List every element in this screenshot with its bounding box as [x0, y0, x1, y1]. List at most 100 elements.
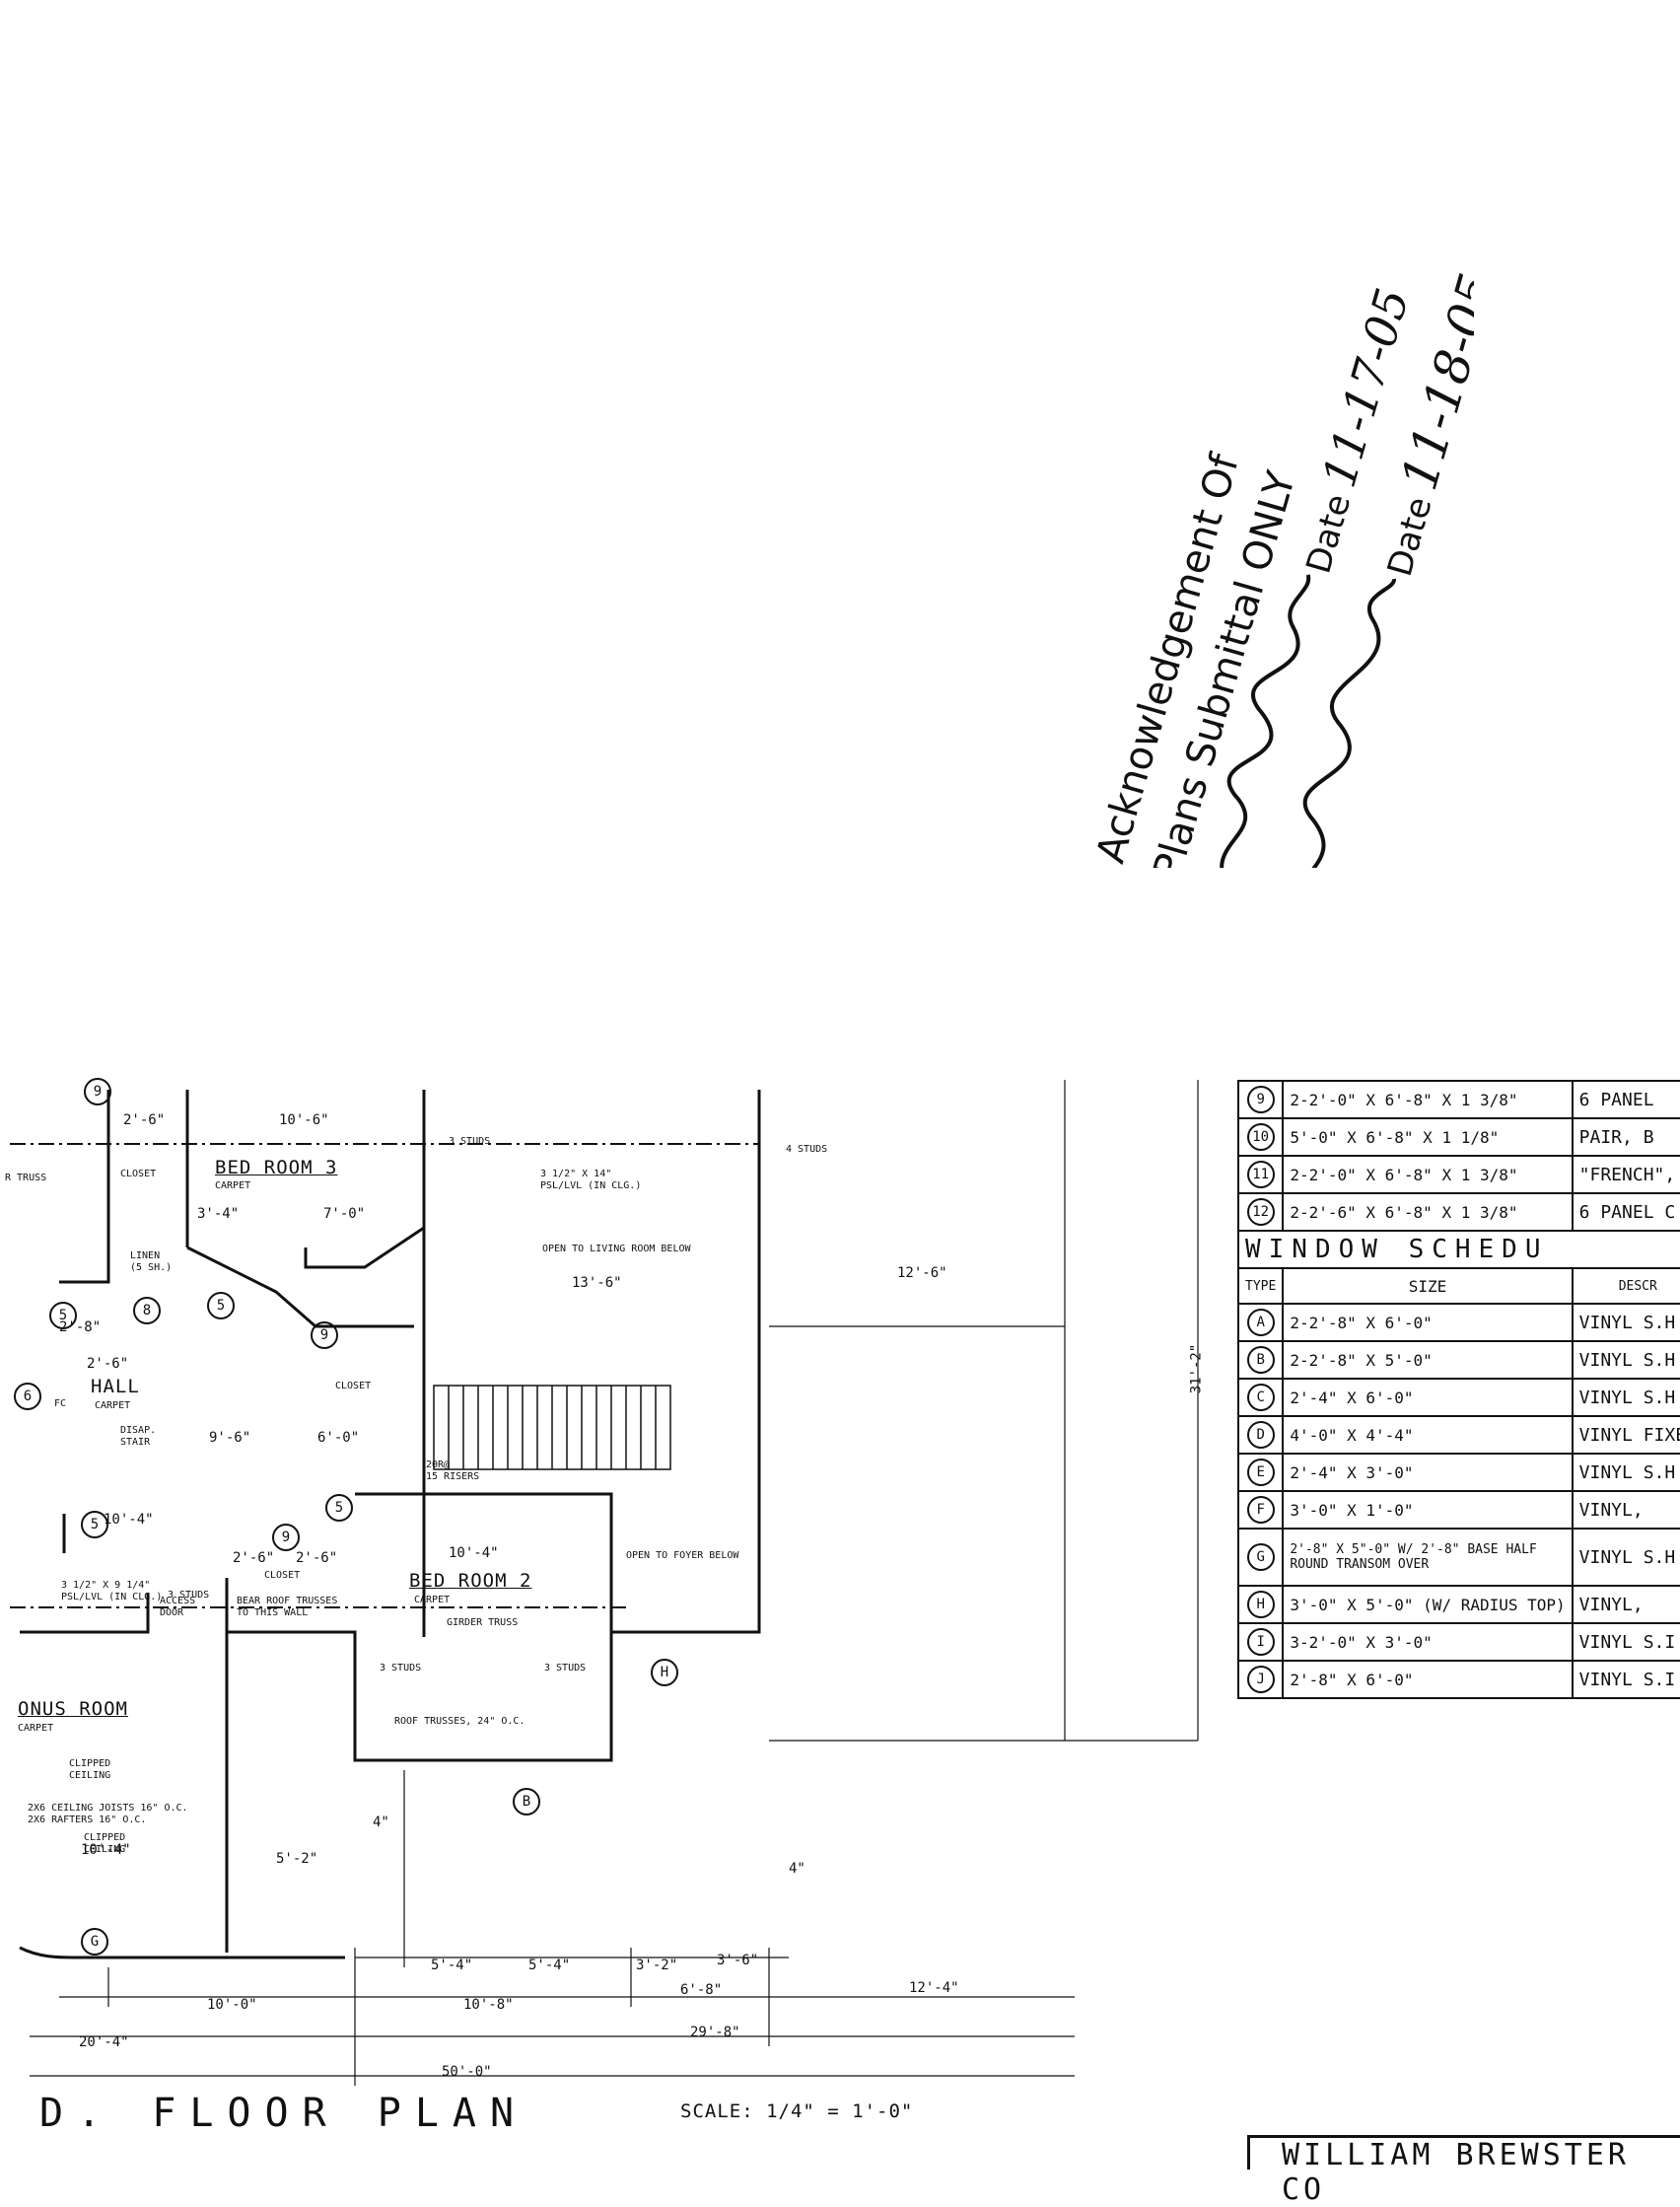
window-type-cell: I: [1236, 1622, 1285, 1662]
room-bonus: ONUS ROOM: [18, 1698, 128, 1720]
dimension: 2'-6": [87, 1356, 129, 1372]
door-row: 112-2'-0" X 6'-8" X 1 3/8""FRENCH", T: [1236, 1155, 1680, 1194]
window-type-cell: H: [1236, 1585, 1285, 1624]
window-size: 3-2'-0" X 3'-0": [1282, 1622, 1574, 1662]
door-description: 6 PANEL C: [1571, 1192, 1680, 1232]
note-psl-2: 3 1/2" X 9 1/4": [61, 1580, 151, 1591]
wall: [227, 1492, 613, 1762]
note-rafters: 2X6 RAFTERS 16" O.C.: [28, 1815, 147, 1825]
window-tag: I: [1246, 1628, 1275, 1656]
window-size: 2'-4" X 6'-0": [1282, 1378, 1574, 1417]
door-type-cell: 11: [1236, 1155, 1285, 1194]
window-description: VINYL FIXED: [1571, 1415, 1680, 1455]
dimension: 10'-4": [81, 1842, 131, 1858]
door-tag: 11: [1246, 1161, 1275, 1188]
door-tag: 8: [133, 1297, 161, 1324]
window-type-cell: B: [1236, 1340, 1285, 1380]
room-hall-floor: CARPET: [95, 1400, 131, 1411]
dimension: 9'-6": [209, 1430, 251, 1446]
window-size: 2-2'-8" X 5'-0": [1282, 1340, 1574, 1380]
window-tag: B: [513, 1788, 540, 1815]
window-description: VINYL S.H: [1571, 1453, 1680, 1492]
door-tag: 12: [1246, 1198, 1275, 1226]
window-size: 2'-4" X 3'-0": [1282, 1453, 1574, 1492]
stamp-svg: Acknowledgement Of Plans Submittal ONLY …: [1088, 267, 1506, 932]
dimension: 4": [373, 1815, 389, 1830]
wall: [186, 1246, 414, 1328]
dimension: 50'-0": [442, 2064, 492, 2080]
note-clipped-2: CEILING: [69, 1770, 111, 1781]
dimension: 3'-6": [717, 1953, 759, 1968]
note-studs: 3 STUDS: [168, 1590, 210, 1601]
window-schedule-title-row: WINDOW SCHEDU: [1237, 1230, 1680, 1269]
note-studs: 3 STUDS: [544, 1663, 587, 1673]
door-size: 2-2'-0" X 6'-8" X 1 3/8": [1282, 1155, 1574, 1194]
window-size: 3'-0" X 1'-0": [1282, 1490, 1574, 1530]
signature-1: [1220, 574, 1311, 899]
window-type-cell: G: [1236, 1528, 1285, 1587]
note-girder: GIRDER TRUSS: [447, 1617, 519, 1628]
room-hall: HALL: [91, 1376, 140, 1397]
header-type: TYPE: [1236, 1267, 1285, 1305]
window-size: 2'-8" X 5"-0" W/ 2'-8" BASE HALF ROUND T…: [1282, 1528, 1574, 1587]
window-description: VINYL S.I: [1571, 1660, 1680, 1699]
door-tag: 9: [84, 1078, 111, 1105]
header-size: SIZE: [1282, 1267, 1574, 1305]
dimension: 5'-4": [431, 1958, 473, 1973]
window-tag: H: [1246, 1591, 1275, 1618]
window-schedule-header: TYPE SIZE DESCR: [1236, 1267, 1680, 1305]
dimension: 12'-6": [897, 1265, 947, 1281]
door-tag: 5: [325, 1494, 353, 1522]
door-tag: 10: [1246, 1123, 1275, 1151]
window-tag: D: [1246, 1421, 1275, 1449]
dimension: 10'-6": [279, 1112, 329, 1128]
wall: [20, 1593, 150, 1634]
dimension: 6'-0": [317, 1430, 360, 1446]
window-tag: G: [1246, 1543, 1275, 1571]
note-fc: FC: [54, 1398, 67, 1409]
wall: [19, 1946, 345, 1959]
dimension: 3'-4": [197, 1206, 240, 1222]
drawing-title: D. FLOOR PLAN: [39, 2091, 528, 2136]
note-open-foyer: OPEN TO FOYER BELOW: [626, 1550, 739, 1561]
window-type-cell: E: [1236, 1453, 1285, 1492]
dimension: 6'-8": [680, 1982, 723, 1998]
floor-plan-drawing: [10, 1080, 1199, 2086]
window-description: VINYL S.H: [1571, 1340, 1680, 1380]
note-clipped-4: CEILING: [84, 1844, 126, 1855]
door-description: 6 PANEL: [1571, 1080, 1680, 1119]
wall: [611, 1090, 761, 1634]
window-tag: A: [1246, 1309, 1275, 1336]
window-description: VINYL,: [1571, 1490, 1680, 1530]
dimension: 4": [789, 1861, 805, 1877]
room-bedroom-2-floor: CARPET: [414, 1595, 451, 1605]
door-type-cell: 12: [1236, 1192, 1285, 1232]
stamp-date-label-1: Date: [1298, 490, 1359, 578]
window-description: VINYL S.I: [1571, 1622, 1680, 1662]
window-type-cell: C: [1236, 1378, 1285, 1417]
linen-label-2: (5 SH.): [130, 1262, 173, 1273]
window-type-cell: J: [1236, 1660, 1285, 1699]
window-size: 3'-0" X 5'-0" (W/ RADIUS TOP): [1282, 1585, 1574, 1624]
note-open-living: OPEN TO LIVING ROOM BELOW: [542, 1244, 691, 1254]
dimension: 10'-8": [463, 1997, 514, 2013]
note-clipped: CLIPPED: [69, 1758, 111, 1769]
room-bonus-floor: CARPET: [18, 1723, 54, 1734]
note-bear: BEAR ROOF TRUSSES: [237, 1596, 338, 1606]
note-roof-trusses: ROOF TRUSSES, 24" O.C.: [394, 1716, 525, 1727]
room-bedroom-3-floor: CARPET: [215, 1180, 251, 1191]
note-risers: 20R@: [426, 1459, 451, 1470]
note-studs: 3 STUDS: [449, 1136, 491, 1147]
door-tag: 9: [272, 1524, 300, 1551]
stair: [433, 1385, 671, 1470]
note-disap-2: STAIR: [120, 1437, 151, 1448]
dimension: 5'-2": [276, 1851, 318, 1867]
